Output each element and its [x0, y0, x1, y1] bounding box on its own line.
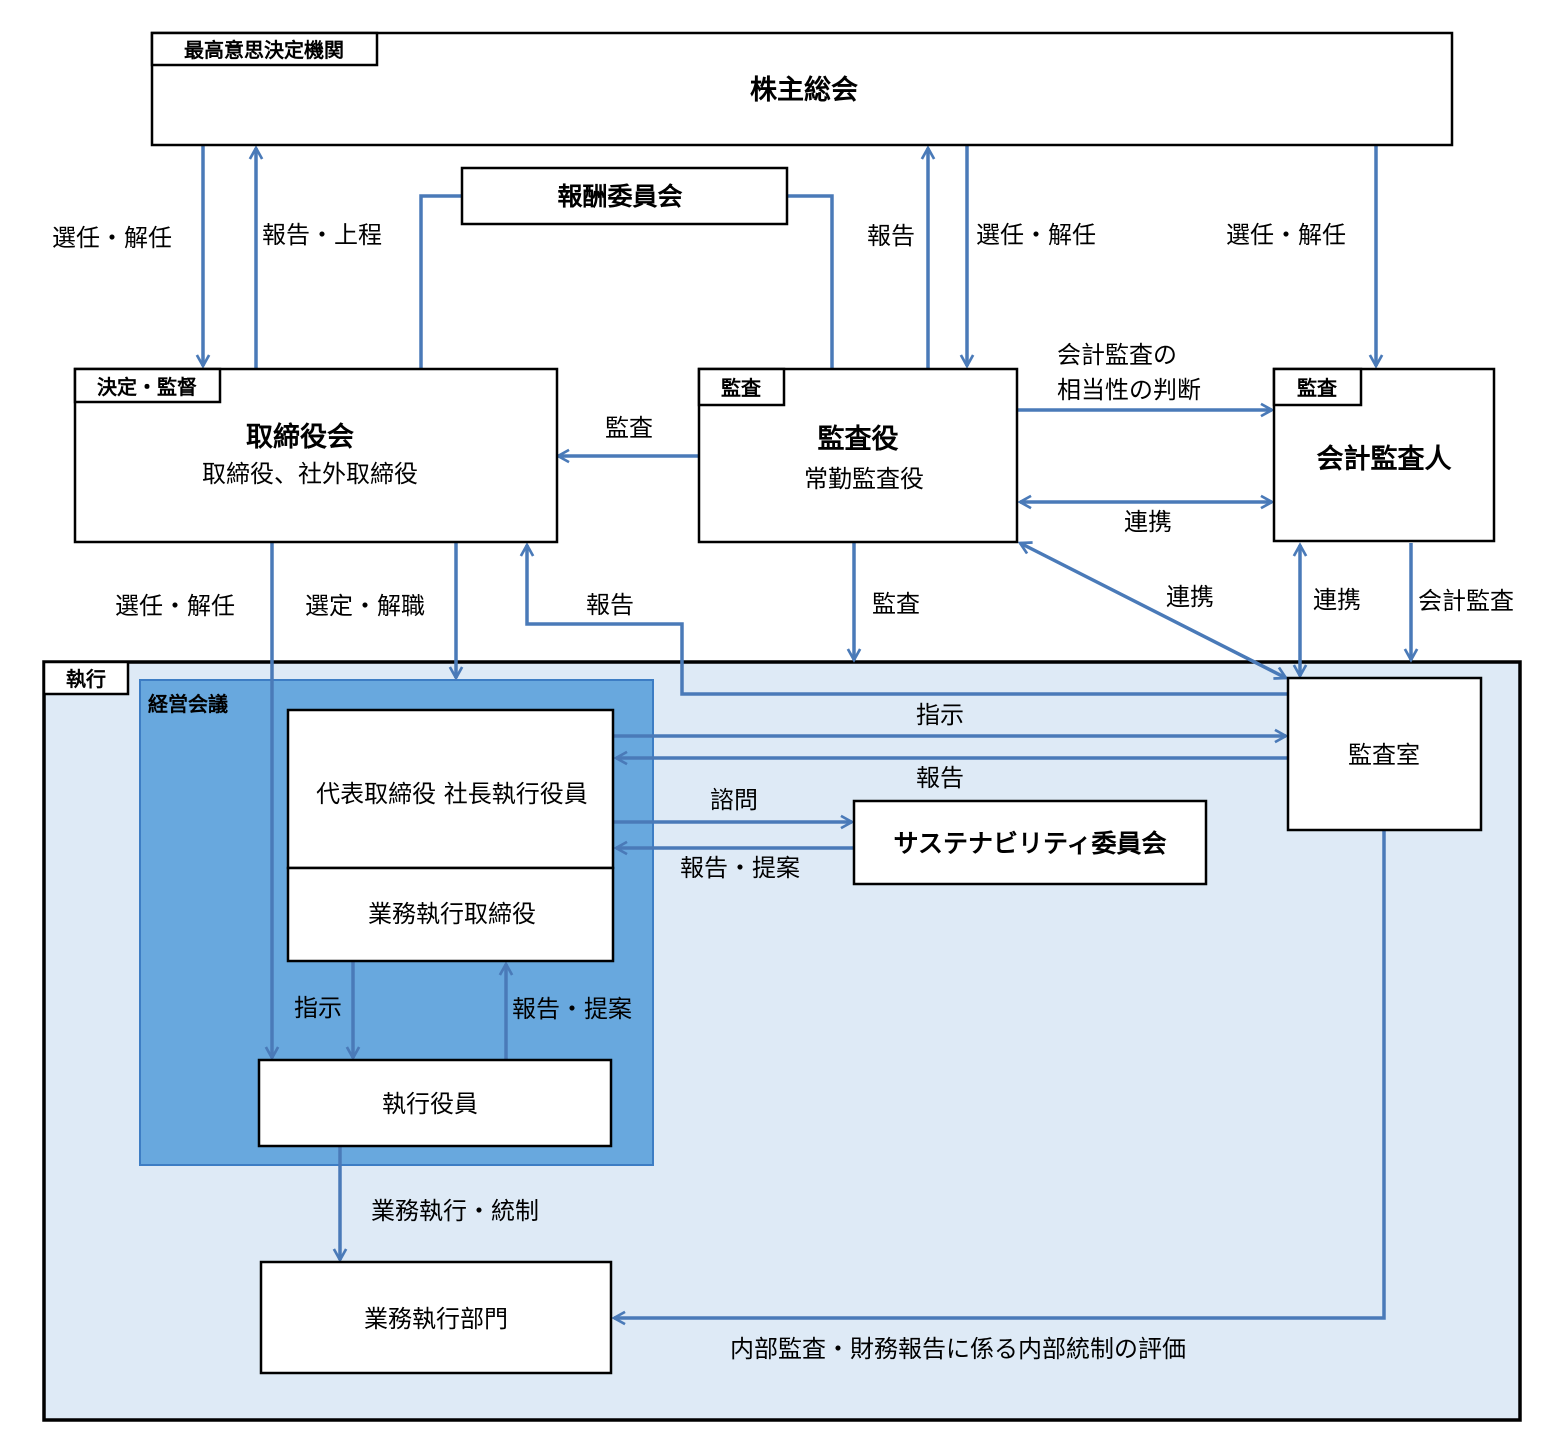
accounting-auditor-title: 会計監査人 [1317, 443, 1452, 475]
edge-comp-board [419, 194, 462, 368]
label-auditor-to-exec: 監査 [872, 590, 920, 618]
label-president-to-sustain: 諮問 [710, 786, 758, 814]
internal-audit-title: 監査室 [1348, 741, 1420, 769]
shareholders-title: 株主総会 [750, 74, 858, 106]
auditor-tag: 監査 [721, 376, 761, 400]
board-subtitle: 取締役、社外取締役 [202, 460, 418, 488]
business-division-box [259, 1260, 613, 1375]
label-sh-to-board: 選任・解任 [52, 224, 172, 252]
management-meeting-tag: 経営会議 [148, 692, 228, 716]
president-box [286, 708, 615, 870]
auditor-title: 監査役 [818, 424, 899, 455]
auditor-subtitle: 常勤監査役 [804, 465, 924, 493]
business-division-title: 業務執行部門 [364, 1305, 508, 1333]
executive-tag-box [42, 660, 130, 696]
accounting-auditor-tag-box [1272, 367, 1363, 407]
president-title: 代表取締役 社長執行役員 [316, 780, 588, 808]
sustainability-committee-box [852, 799, 1208, 886]
edge-auditor-audit-room-coop [1020, 543, 1286, 678]
label-auditor-to-board: 監査 [605, 414, 653, 442]
label-acc-judgment-1: 会計監査の [1057, 341, 1177, 369]
label-auditor-acc-coop: 連携 [1124, 508, 1172, 536]
shareholders-box [150, 31, 1454, 147]
executive-directors-box [286, 866, 615, 963]
label-audit-room-to-board: 報告 [586, 591, 634, 619]
label-board-to-meeting: 選定・解職 [305, 592, 425, 620]
label-auditor-audit-room-coop: 連携 [1166, 583, 1214, 611]
board-tag: 決定・監督 [97, 375, 197, 399]
board-tag-box [73, 367, 222, 404]
label-sustain-to-president: 報告・提案 [680, 854, 800, 882]
edge-audit-room-to-board [527, 545, 1288, 696]
auditor-tag-box [697, 367, 786, 407]
label-president-to-audit-room: 指示 [916, 701, 964, 729]
shareholders-tag-box [150, 31, 379, 67]
label-acc-judgment-2: 相当性の判断 [1057, 376, 1201, 404]
label-acc-audit-room-coop: 連携 [1313, 586, 1361, 614]
executive-directors-title: 業務執行取締役 [368, 900, 536, 928]
label-audit-room-to-division: 内部監査・財務報告に係る内部統制の評価 [730, 1335, 1186, 1363]
compensation-committee-box [460, 166, 789, 226]
edge-comp-auditor [787, 194, 834, 368]
label-acc-to-exec: 会計監査 [1418, 587, 1514, 615]
label-officers-to-directors: 報告・提案 [512, 995, 632, 1023]
executive-officers-title: 執行役員 [382, 1090, 478, 1118]
label-sh-to-acc: 選任・解任 [1226, 221, 1346, 249]
label-audit-room-to-president: 報告 [916, 764, 964, 792]
label-auditor-to-sh: 報告 [867, 222, 915, 250]
label-sh-to-auditor: 選任・解任 [976, 221, 1096, 249]
internal-audit-box [1286, 676, 1483, 832]
board-title: 取締役会 [246, 421, 354, 453]
sustainability-committee-title: サステナビリティ委員会 [893, 829, 1166, 858]
label-board-to-sh: 報告・上程 [262, 221, 382, 249]
edge-audit-room-to-division [614, 831, 1386, 1318]
accounting-auditor-tag: 監査 [1297, 376, 1337, 400]
compensation-committee-title: 報酬委員会 [557, 182, 682, 211]
label-directors-to-officers: 指示 [294, 994, 342, 1022]
executive-tag: 執行 [66, 667, 106, 691]
shareholders-tag: 最高意思決定機関 [184, 38, 344, 62]
label-board-to-officers: 選任・解任 [115, 592, 235, 620]
executive-officers-box [257, 1058, 613, 1148]
label-officers-to-division: 業務執行・統制 [371, 1197, 539, 1225]
